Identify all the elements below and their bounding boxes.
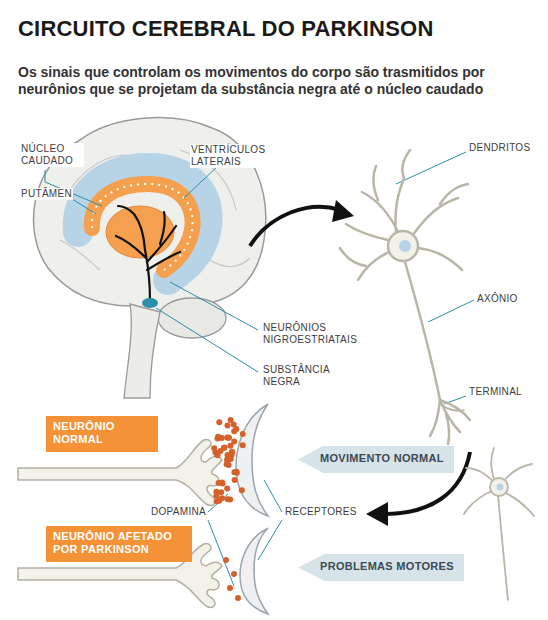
dopamine-dot xyxy=(228,417,234,423)
dopamine-dot xyxy=(225,496,231,502)
box-text: PROBLEMAS MOTORES xyxy=(320,560,456,573)
receptor xyxy=(236,404,268,614)
leader-lines xyxy=(45,152,474,586)
arrow-shape xyxy=(298,554,464,581)
dopamine-dot xyxy=(227,585,233,591)
part-label: NEURÔNIOS NIGROESTRIATAIS xyxy=(262,322,364,346)
arrow-shape xyxy=(298,446,454,473)
box-text: NEURÔNIO NORMAL xyxy=(53,420,149,446)
part-label: SUBSTÂNCIA NEGRA xyxy=(262,364,344,388)
neuron-drawing xyxy=(340,150,470,444)
caption: Os sinais que controlam os movimentos do… xyxy=(18,64,533,98)
part-label: TERMINAL xyxy=(468,386,523,398)
dopamine-dot xyxy=(219,495,225,501)
dopamine-dot xyxy=(239,487,245,493)
axon-terminal xyxy=(18,440,222,608)
part-label: PUTÂMEN xyxy=(20,188,73,200)
part-label: DOPAMINA xyxy=(150,506,207,518)
dopamine-dot xyxy=(224,435,230,441)
dopamine-dots xyxy=(211,417,246,601)
dopamine-dot xyxy=(233,469,239,475)
dopamine-dot xyxy=(240,442,246,448)
dopamine-dot xyxy=(218,489,224,495)
dopamine-dot xyxy=(214,498,220,504)
dopamine-dot xyxy=(226,435,232,441)
dopamine-dot xyxy=(219,479,225,485)
part-label: AXÔNIO xyxy=(476,293,519,305)
dopamine-dot xyxy=(216,419,222,425)
dopamine-dot xyxy=(235,595,241,601)
tag-box: NEURÔNIO AFETADO POR PARKINSON xyxy=(46,526,192,562)
dopamine-dot xyxy=(229,452,235,458)
arrow-box: PROBLEMAS MOTORES xyxy=(298,554,464,581)
title: CIRCUITO CEREBRAL DO PARKINSON xyxy=(18,16,433,42)
dopamine-dot xyxy=(219,435,225,441)
dopamine-dot xyxy=(224,485,230,491)
arrow-box: MOVIMENTO NORMAL xyxy=(298,446,454,473)
dopamine-dot xyxy=(225,423,231,429)
dopamine-dot xyxy=(227,443,233,449)
box-text: NEURÔNIO AFETADO POR PARKINSON xyxy=(53,530,183,556)
dopamine-dot xyxy=(225,435,231,441)
part-label: VENTRÍCULOS LATERAIS xyxy=(190,144,272,168)
dopamine-dot xyxy=(211,445,217,451)
box-text: MOVIMENTO NORMAL xyxy=(320,452,446,465)
dopamine-dot xyxy=(233,426,239,432)
dopamine-dot xyxy=(213,493,219,499)
neuron-drawing xyxy=(464,448,534,600)
tag-box: NEURÔNIO NORMAL xyxy=(46,416,158,452)
dopamine-dot xyxy=(231,571,237,577)
part-label: NÚCLEO CAUDADO xyxy=(20,143,84,167)
dopamine-dot xyxy=(240,431,246,437)
part-label: DENDRITOS xyxy=(468,142,531,154)
dopamine-dot xyxy=(223,557,229,563)
dopamine-dot xyxy=(218,448,224,454)
dopamine-dot xyxy=(232,477,238,483)
curved-arrow xyxy=(250,200,470,526)
part-label: RECEPTORES xyxy=(284,506,358,518)
